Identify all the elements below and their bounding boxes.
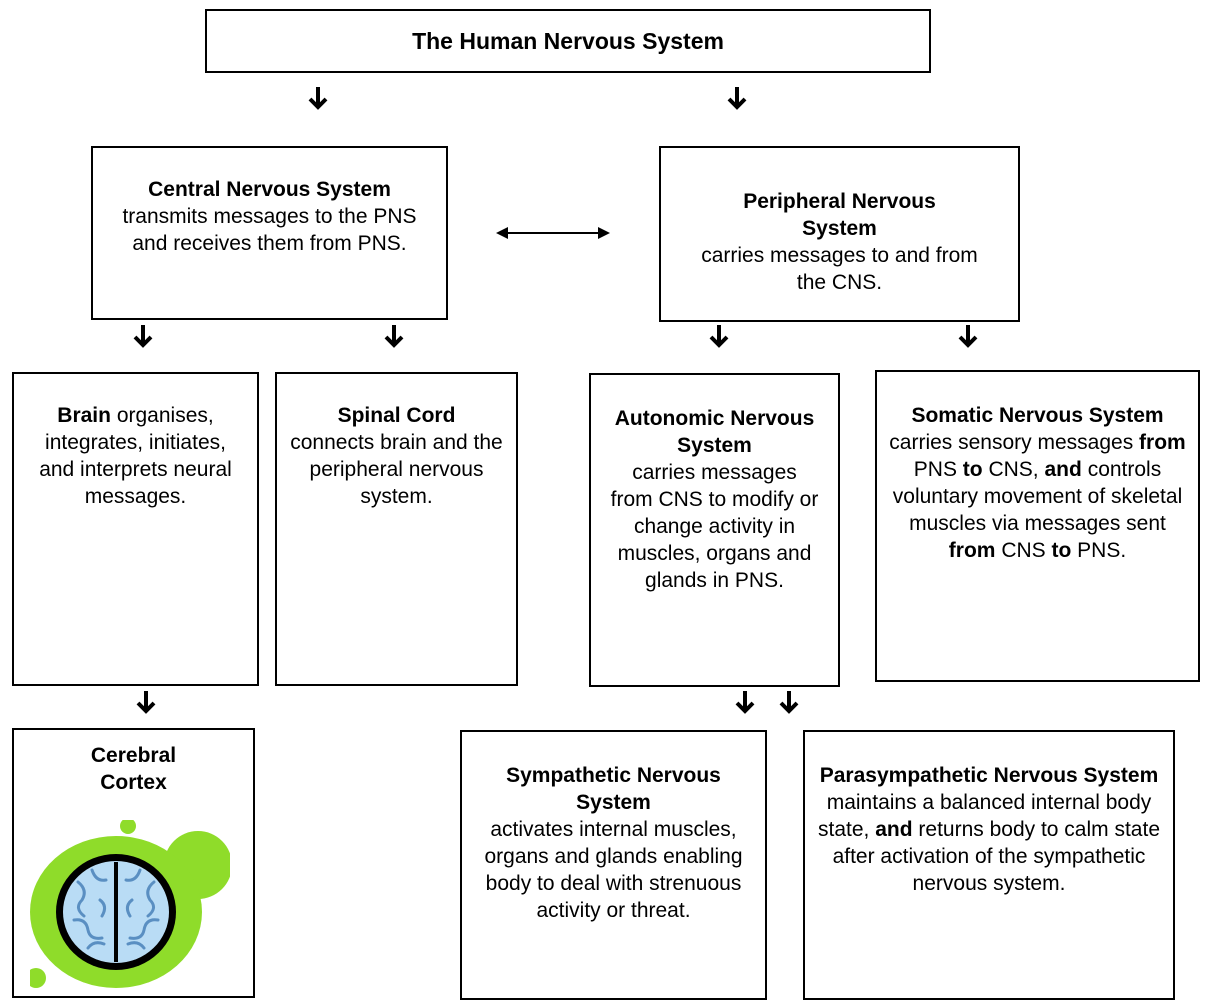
spinal-cord-title: Spinal Cord <box>337 404 456 427</box>
somatic-emphasis: from <box>1139 431 1186 454</box>
somatic-text: CNS, <box>988 458 1039 481</box>
autonomic-title: Autonomic Nervous System <box>614 407 815 457</box>
parasympathetic-node-box: Parasympathetic Nervous System maintains… <box>803 730 1175 1000</box>
down-arrow-icon <box>708 324 730 348</box>
parasympathetic-text: maintains a balanced internal body state… <box>817 791 1152 841</box>
down-arrow-icon <box>778 690 800 714</box>
somatic-emphasis: and <box>1044 458 1082 481</box>
down-arrow-icon <box>135 690 157 714</box>
down-arrow-icon <box>383 324 405 348</box>
down-arrow-icon <box>307 86 329 110</box>
autonomic-description: carries messages from CNS to modify or c… <box>610 461 819 592</box>
pns-node-box: Peripheral Nervous System carries messag… <box>659 146 1020 322</box>
pns-description: carries messages to and from the CNS. <box>701 244 978 294</box>
double-arrow-icon <box>494 224 612 247</box>
parasympathetic-text: returns body to calm state after activat… <box>832 818 1161 895</box>
root-title: The Human Nervous System <box>412 27 724 54</box>
pns-title: Peripheral Nervous System <box>743 190 936 240</box>
brain-icon <box>26 818 232 995</box>
somatic-node-box: Somatic Nervous System carries sensory m… <box>875 370 1200 682</box>
sympathetic-description: activates internal muscles, organs and g… <box>484 818 743 922</box>
somatic-text: controls voluntary movement of skeletal … <box>892 458 1183 535</box>
cerebral-cortex-title: Cerebral Cortex <box>90 744 177 794</box>
somatic-text: carries sensory messages <box>889 431 1134 454</box>
somatic-emphasis: to <box>962 458 983 481</box>
parasympathetic-title: Parasympathetic Nervous System <box>819 764 1159 787</box>
somatic-emphasis: from <box>948 539 996 562</box>
somatic-text: PNS. <box>1077 539 1127 562</box>
somatic-title: Somatic Nervous System <box>911 404 1164 427</box>
cns-node-box: Central Nervous System transmits message… <box>91 146 448 320</box>
somatic-text: PNS <box>913 458 957 481</box>
parasympathetic-emphasis: and <box>875 818 913 841</box>
down-arrow-icon <box>957 324 979 348</box>
cns-title: Central Nervous System <box>148 178 391 201</box>
brain-description: organises, integrates, initiates, and in… <box>39 404 232 508</box>
somatic-emphasis: to <box>1051 539 1072 562</box>
spinal-cord-node-box: Spinal Cord connects brain and the perip… <box>275 372 518 686</box>
sympathetic-title: Sympathetic Nervous System <box>506 764 721 814</box>
brain-title: Brain <box>57 404 111 427</box>
cns-description: transmits messages to the PNS and receiv… <box>122 205 417 255</box>
somatic-text: CNS <box>1001 539 1046 562</box>
down-arrow-icon <box>726 86 748 110</box>
spinal-cord-description: connects brain and the peripheral nervou… <box>290 431 503 508</box>
down-arrow-icon <box>734 690 756 714</box>
brain-node-box: Brain organises, integrates, initiates, … <box>12 372 259 686</box>
down-arrow-icon <box>132 324 154 348</box>
autonomic-node-box: Autonomic Nervous System carries message… <box>589 373 840 687</box>
sympathetic-node-box: Sympathetic Nervous System activates int… <box>460 730 767 1000</box>
root-node-box: The Human Nervous System <box>205 9 931 73</box>
